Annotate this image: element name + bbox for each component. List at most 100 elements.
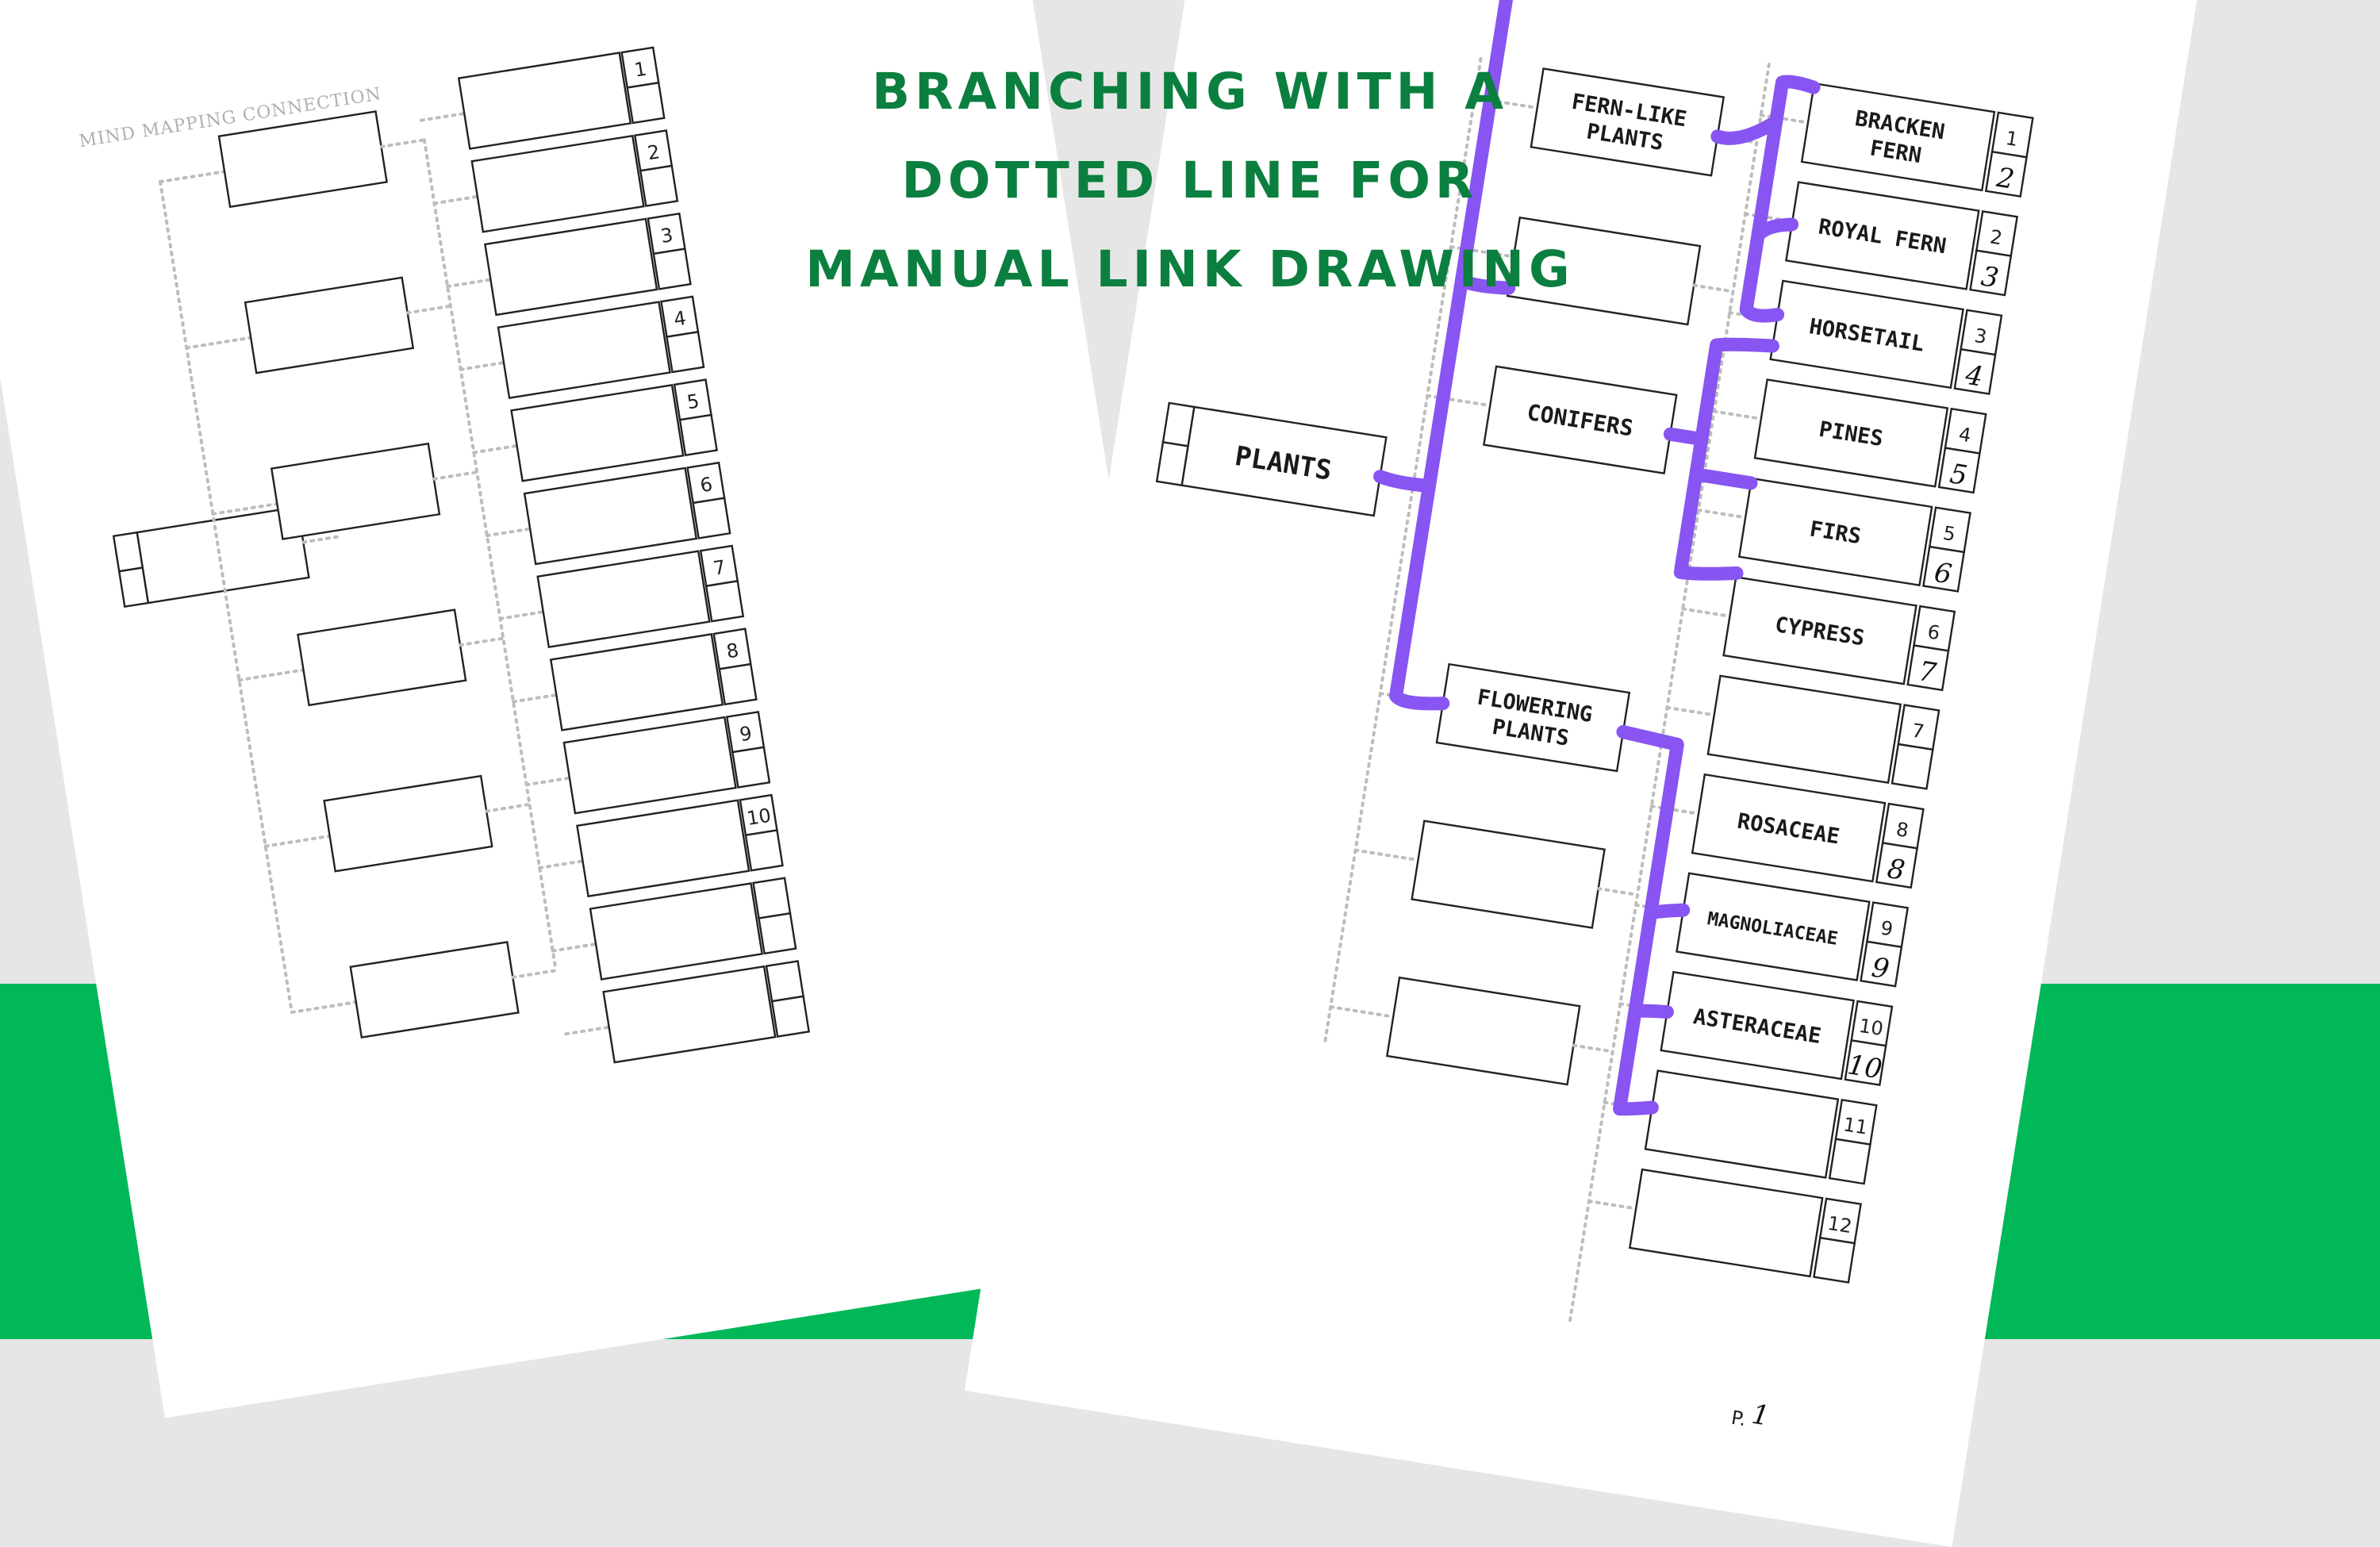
leaf-number: 10 bbox=[1857, 1015, 1885, 1040]
leaf-number: 9 bbox=[1879, 917, 1894, 941]
number-box-top bbox=[765, 960, 804, 1003]
number-box-bottom bbox=[1828, 1138, 1871, 1185]
level1-out-connector bbox=[1572, 1043, 1614, 1054]
leaf-box bbox=[1722, 576, 1917, 685]
number-box-bottom bbox=[704, 580, 745, 623]
level2-connector bbox=[498, 610, 545, 620]
level1-box bbox=[323, 774, 493, 873]
leaf-number: 1 bbox=[2004, 127, 2019, 151]
number-box-bottom bbox=[1969, 249, 2013, 297]
leaf-number: 7 bbox=[1910, 720, 1925, 743]
level1-out-connector bbox=[511, 969, 558, 979]
number-box-bottom bbox=[678, 413, 718, 457]
level1-box bbox=[244, 276, 415, 374]
leaf-box bbox=[1628, 1168, 1824, 1278]
level1-connector bbox=[290, 1000, 358, 1015]
leaf-number: 3 bbox=[659, 224, 674, 248]
leaf-box bbox=[576, 799, 750, 898]
leaf-number: 8 bbox=[1894, 818, 1910, 842]
level2-connector bbox=[564, 1025, 611, 1036]
level2-connector bbox=[551, 942, 598, 953]
hand-drawn-link bbox=[1454, 274, 1516, 295]
leaf-box bbox=[1800, 82, 1996, 192]
page-label: P. bbox=[1729, 1407, 1748, 1431]
level2-connector bbox=[1759, 113, 1810, 125]
leaf-number: 4 bbox=[1957, 423, 1972, 447]
leaf-box bbox=[1753, 378, 1949, 488]
level1-box bbox=[270, 442, 441, 540]
leaf-box bbox=[562, 716, 737, 815]
leaf-box bbox=[589, 882, 763, 981]
level2-connector bbox=[419, 112, 466, 122]
hand-drawn-link bbox=[1422, 0, 1574, 493]
number-box-bottom bbox=[666, 330, 705, 374]
leaf-box bbox=[1706, 674, 1902, 784]
leaf-number: 6 bbox=[1926, 620, 1941, 644]
level2-connector bbox=[446, 278, 493, 289]
level2-connector bbox=[472, 443, 519, 455]
hand-drawn-link bbox=[1663, 427, 1744, 581]
number-box-bottom bbox=[718, 662, 758, 706]
leaf-box bbox=[457, 52, 632, 150]
level2-connector bbox=[459, 361, 506, 371]
hand-drawn-link bbox=[1613, 1004, 1659, 1116]
level2-connector bbox=[1665, 705, 1716, 717]
number-box-bottom bbox=[731, 746, 771, 789]
leaf-number: 11 bbox=[1842, 1113, 1870, 1138]
leaf-number: 2 bbox=[1988, 225, 2003, 249]
hand-drawn-link bbox=[1689, 467, 1758, 490]
leaf-box bbox=[1737, 477, 1933, 587]
level2-trunk bbox=[422, 138, 558, 973]
level1-connector bbox=[263, 834, 332, 848]
leaf-number: 3 bbox=[1973, 324, 1988, 348]
leaf-number: 9 bbox=[738, 722, 753, 746]
leaf-handwritten-number: 10 bbox=[1845, 1049, 1884, 1085]
root-connector bbox=[301, 534, 344, 544]
level1-out-connector bbox=[432, 470, 479, 481]
level2-connector bbox=[1649, 804, 1700, 816]
number-box-bottom bbox=[1813, 1236, 1856, 1284]
leaf-box bbox=[470, 134, 645, 233]
level1-box bbox=[217, 110, 388, 209]
leaf-number: 5 bbox=[1941, 522, 1956, 546]
number-box-bottom bbox=[744, 829, 784, 872]
leaf-box bbox=[1691, 773, 1887, 883]
number-box-bottom bbox=[1922, 545, 1966, 593]
level2-connector bbox=[512, 693, 559, 704]
level1-out-connector bbox=[485, 802, 532, 813]
level1-trunk bbox=[159, 180, 294, 1015]
hand-drawn-link bbox=[1739, 228, 1785, 323]
number-box-bottom bbox=[770, 995, 811, 1038]
level1-box bbox=[297, 608, 467, 707]
level1-connector bbox=[159, 170, 226, 184]
level1-out-connector bbox=[1692, 283, 1735, 294]
level1-connector bbox=[185, 336, 253, 350]
number-box-bottom bbox=[1891, 743, 1934, 790]
number-box-bottom bbox=[652, 248, 692, 290]
leaf-box bbox=[510, 383, 685, 482]
leaf-number: 6 bbox=[699, 473, 714, 497]
number-box-bottom bbox=[1953, 347, 1997, 395]
level1-out-connector bbox=[379, 138, 426, 148]
level2-connector bbox=[1696, 508, 1748, 520]
number-box-bottom bbox=[1937, 447, 1981, 494]
level1-box bbox=[1411, 820, 1606, 929]
leaf-number: 12 bbox=[1826, 1212, 1854, 1238]
leaf-box bbox=[602, 965, 777, 1064]
level2-connector bbox=[538, 859, 585, 869]
number-box-bottom bbox=[626, 81, 666, 125]
level2-trunk bbox=[1568, 62, 1771, 1328]
leaf-box bbox=[497, 301, 671, 399]
filled-map-grid: PLANTSFERN-LIKEPLANTSCONIFERSFLOWERINGPL… bbox=[1155, 0, 2034, 1433]
number-box-top bbox=[752, 877, 792, 919]
leaf-box bbox=[536, 550, 711, 649]
level2-connector bbox=[524, 776, 571, 787]
leaf-box bbox=[523, 466, 698, 566]
number-box-bottom bbox=[692, 497, 731, 539]
leaf-number: 10 bbox=[745, 804, 773, 830]
level1-box bbox=[1386, 976, 1581, 1086]
level1-out-connector bbox=[1596, 887, 1640, 896]
number-box-bottom bbox=[1860, 940, 1903, 988]
number-box-bottom bbox=[639, 164, 679, 208]
